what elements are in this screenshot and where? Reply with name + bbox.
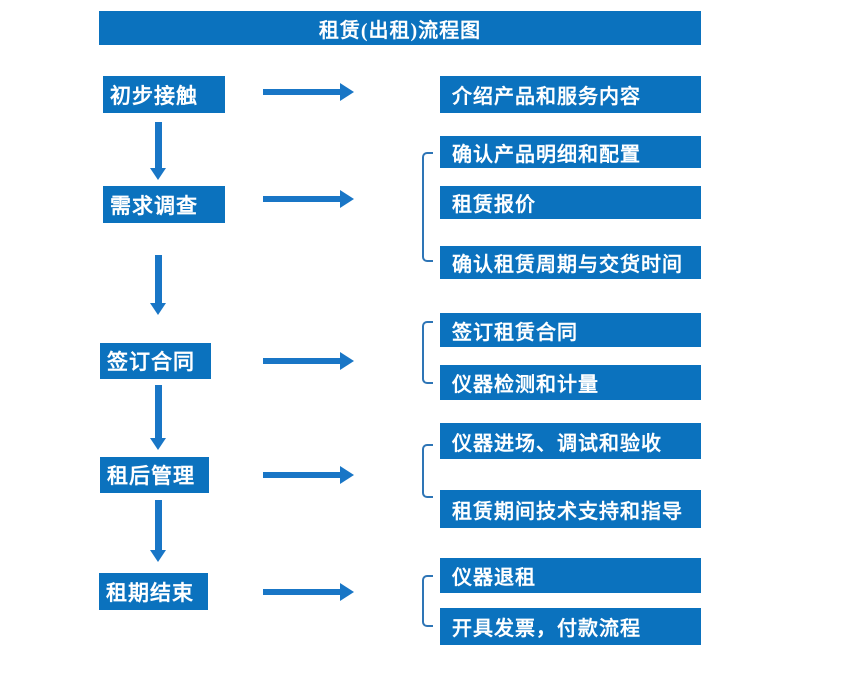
group-bracket-sign-contract bbox=[422, 321, 433, 384]
group-bracket-post-rental bbox=[422, 444, 433, 498]
down-arrow-3 bbox=[150, 385, 166, 450]
stage-post-rental-management: 租后管理 bbox=[100, 457, 209, 493]
stage-initial-contact: 初步接触 bbox=[103, 76, 225, 113]
group-bracket-demand-survey bbox=[422, 152, 433, 262]
output-confirm-product-details: 确认产品明细和配置 bbox=[440, 136, 701, 168]
down-arrow-1 bbox=[150, 122, 166, 180]
output-instrument-testing: 仪器检测和计量 bbox=[440, 365, 701, 400]
right-arrow-5 bbox=[263, 583, 354, 601]
right-arrow-3 bbox=[263, 352, 354, 370]
output-instrument-setup-acceptance: 仪器进场、调试和验收 bbox=[440, 423, 701, 459]
down-arrow-2 bbox=[150, 255, 166, 315]
output-rental-quote: 租赁报价 bbox=[440, 186, 701, 219]
stage-demand-survey: 需求调查 bbox=[103, 186, 225, 223]
output-invoice-payment: 开具发票，付款流程 bbox=[440, 608, 701, 645]
group-bracket-rental-end bbox=[422, 575, 433, 627]
output-instrument-return: 仪器退租 bbox=[440, 558, 701, 593]
output-technical-support: 租赁期间技术支持和指导 bbox=[440, 490, 701, 528]
flowchart-title: 租赁(出租)流程图 bbox=[99, 11, 701, 45]
output-introduce-products: 介绍产品和服务内容 bbox=[440, 76, 701, 113]
stage-rental-end: 租期结束 bbox=[99, 573, 208, 610]
right-arrow-2 bbox=[263, 190, 354, 208]
stage-sign-contract: 签订合同 bbox=[100, 343, 211, 379]
right-arrow-1 bbox=[263, 83, 354, 101]
output-confirm-rental-period: 确认租赁周期与交货时间 bbox=[440, 246, 701, 279]
output-sign-rental-contract: 签订租赁合同 bbox=[440, 313, 701, 347]
down-arrow-4 bbox=[150, 500, 166, 562]
right-arrow-4 bbox=[263, 466, 354, 484]
